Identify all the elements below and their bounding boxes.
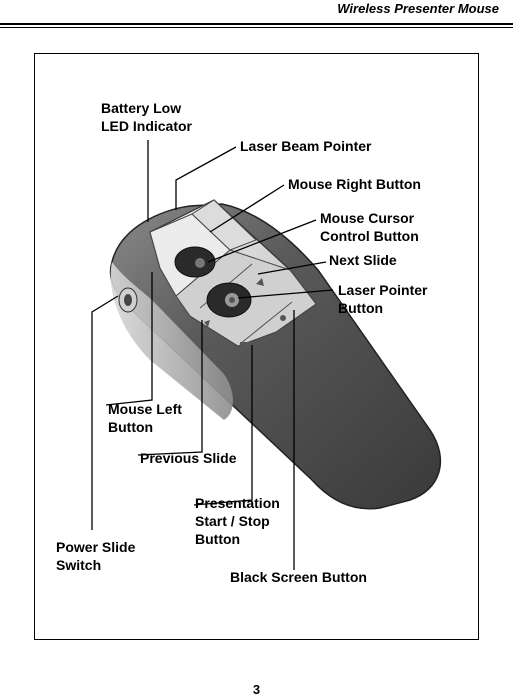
callout-next-slide: Next Slide [329,251,397,269]
callout-line: Battery Low [101,100,182,116]
callout-laser-pointer-button: Laser Pointer Button [338,281,427,317]
document-header-title: Wireless Presenter Mouse [337,1,499,16]
callout-battery-low-led: Battery Low LED Indicator [101,99,192,135]
callout-line: Black Screen Button [230,569,367,585]
laser-pointer-knob [206,282,252,318]
callout-line: Mouse Left [108,401,182,417]
callout-line: Mouse Cursor [320,210,415,226]
callout-line: Button [338,300,384,316]
callout-line: Control Button [320,228,419,244]
page-number: 3 [252,682,261,697]
callout-line: Start / Stop [195,513,270,529]
button-glyphs [204,278,286,345]
callout-mouse-right-button: Mouse Right Button [288,175,421,193]
callout-line: Presentation [195,495,280,511]
leader-lines [91,140,334,570]
callout-black-screen-button: Black Screen Button [230,568,367,586]
callout-line: Button [195,531,241,547]
header-rule-thin [0,27,513,28]
callout-mouse-cursor-control: Mouse Cursor Control Button [320,209,419,245]
cursor-control-knob [174,246,216,278]
header-rule [0,23,513,25]
callout-line: Mouse Right Button [288,176,421,192]
power-switch-side [118,287,138,313]
callout-line: Next Slide [329,252,397,268]
callout-line: LED Indicator [101,118,193,134]
callout-line: Power Slide [56,539,136,555]
callout-line: Button [108,419,154,435]
callout-laser-beam-pointer: Laser Beam Pointer [240,137,372,155]
callout-previous-slide: Previous Slide [140,449,236,467]
callout-line: Switch [56,557,102,573]
figure-frame [34,53,479,640]
callout-mouse-left-button: Mouse Left Button [108,400,182,436]
callout-presentation-start-stop: Presentation Start / Stop Button [195,494,280,548]
callout-line: Previous Slide [140,450,237,466]
callout-line: Laser Pointer [338,282,428,298]
callout-line: Laser Beam Pointer [240,138,372,154]
callout-power-slide-switch: Power Slide Switch [56,538,135,574]
